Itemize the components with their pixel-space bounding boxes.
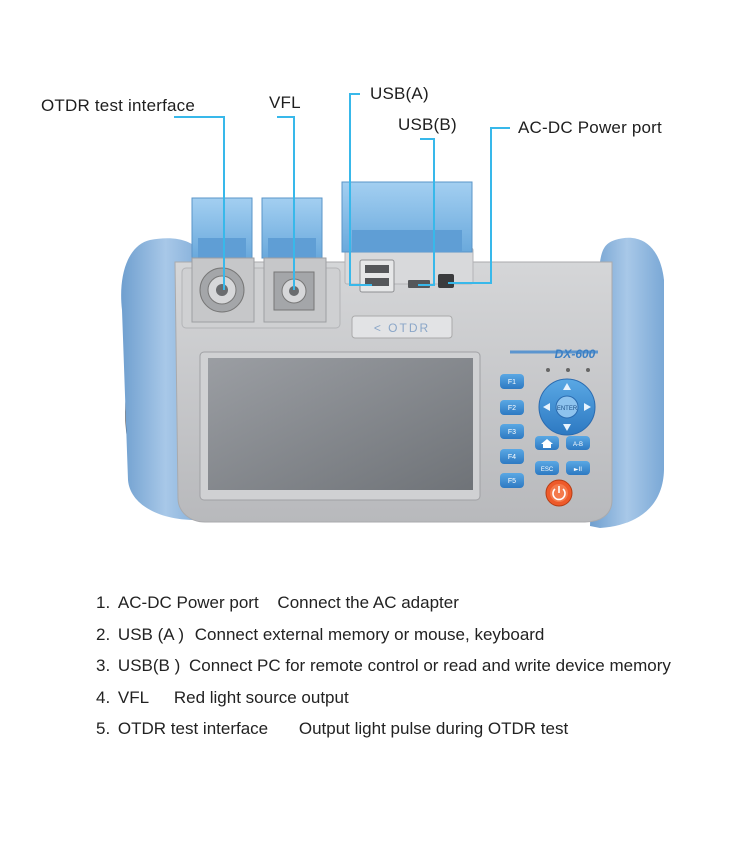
screen (208, 358, 473, 490)
otdr-leader-line (174, 116, 225, 290)
item-number: 4. (96, 687, 111, 707)
arrow-down-icon (563, 424, 571, 431)
item-name: USB(B ) (117, 656, 181, 675)
f4-button[interactable] (500, 449, 524, 464)
f3-button[interactable] (500, 424, 524, 439)
f2-label: F2 (508, 405, 516, 412)
list-item: 3. USB(B ) Connect PC for remote control… (96, 653, 671, 685)
f1-button[interactable] (500, 374, 524, 389)
item-description: Red light source output (173, 687, 349, 707)
arrow-up-icon (563, 383, 571, 390)
f2-button[interactable] (500, 400, 524, 415)
vfl-callout: VFL (269, 93, 301, 112)
f4-label: F4 (508, 454, 516, 461)
arrow-right-icon (584, 403, 591, 411)
usb-a-callout: USB(A) (370, 84, 429, 103)
usb-b-callout: USB(B) (398, 115, 457, 134)
ab-button[interactable] (566, 436, 590, 450)
enter-label: ENTER (557, 406, 578, 412)
f1-label: F1 (508, 379, 516, 386)
item-name: AC-DC Power port (117, 593, 259, 612)
list-item: 4. VFL Red light source output (96, 685, 671, 717)
power-icon (552, 488, 566, 501)
item-name: VFL (117, 687, 150, 707)
brand-strip (351, 315, 453, 339)
item-description: Connect the AC adapter (277, 593, 459, 612)
ac-dc-leader-line (448, 127, 510, 284)
brand-text: < OTDR (374, 321, 430, 335)
list-item: 2. USB (A ) Connect external memory or m… (96, 622, 671, 654)
vfl-leader-line (277, 116, 295, 290)
usb-a-leader-line (349, 93, 372, 286)
item-description: Connect external memory or mouse, keyboa… (194, 624, 545, 644)
enter-button[interactable] (555, 395, 579, 419)
ab-label: A-B (573, 442, 583, 448)
item-name: USB (A ) (117, 624, 185, 644)
otdr-callout: OTDR test interface (41, 96, 196, 115)
f-buttons (500, 374, 524, 488)
play-pause-button[interactable] (566, 461, 590, 475)
item-number: 5. (96, 719, 111, 738)
play-pause-label: ►II (574, 466, 582, 473)
list-item: 1. AC-DC Power port Connect the AC adapt… (96, 590, 671, 622)
item-number: 2. (96, 624, 111, 644)
f5-button[interactable] (500, 473, 524, 488)
ac-dc-callout: AC-DC Power port (518, 118, 662, 137)
usb-a-port (359, 259, 395, 293)
ac-dc-port (438, 274, 454, 288)
item-number: 1. (96, 593, 111, 612)
model-label: DX-600 (555, 347, 596, 361)
arrow-left-icon (543, 403, 550, 411)
esc-button[interactable] (535, 461, 559, 475)
item-name: OTDR test interface (117, 719, 269, 738)
item-number: 3. (96, 656, 111, 675)
item-description: Output light pulse during OTDR test (298, 719, 569, 738)
f5-label: F5 (508, 478, 516, 485)
item-description: Connect PC for remote control or read an… (189, 656, 671, 675)
usb-b-leader-line (418, 138, 435, 286)
list-item: 5. OTDR test interface Output light puls… (96, 716, 671, 748)
f3-label: F3 (508, 429, 516, 436)
esc-label: ESC (541, 467, 554, 473)
home-icon (541, 439, 553, 448)
port-description-list: 1. AC-DC Power port Connect the AC adapt… (96, 590, 671, 748)
